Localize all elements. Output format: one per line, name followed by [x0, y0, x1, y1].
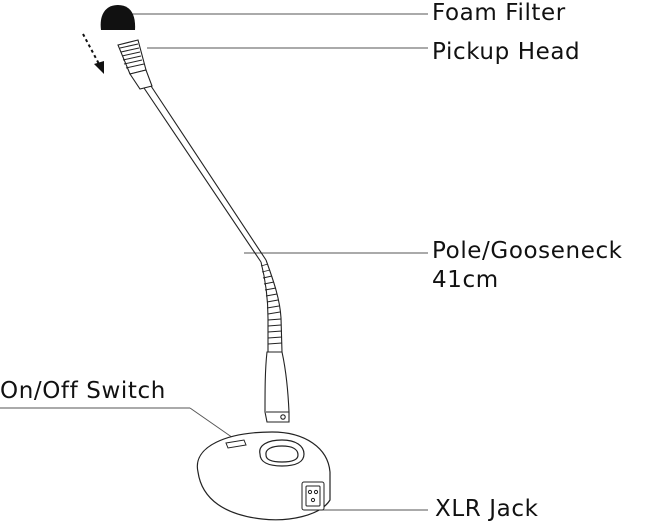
foam-filter-icon	[100, 5, 136, 30]
leader-lines	[0, 13, 428, 511]
label-onoff-switch: On/Off Switch	[0, 378, 166, 404]
pole-icon	[143, 85, 267, 263]
label-pole-length: 41cm	[432, 267, 499, 293]
leader-onoff-switch-diag	[189, 407, 237, 441]
label-pickup-head: Pickup Head	[432, 39, 581, 65]
gooseneck-icon	[260, 259, 283, 353]
onoff-switch-icon	[225, 439, 247, 449]
label-xlr-jack: XLR Jack	[435, 496, 539, 522]
pickup-head-icon	[117, 39, 153, 90]
label-foam-filter: Foam Filter	[432, 0, 566, 26]
dashed-arrow-down-icon	[82, 33, 104, 74]
label-pole: Pole/Gooseneck 41cm	[432, 240, 623, 292]
lower-tube-icon	[264, 351, 290, 423]
base-icon	[196, 431, 331, 521]
label-pole-name: Pole/Gooseneck	[432, 238, 623, 264]
xlr-jack-icon	[301, 481, 325, 511]
